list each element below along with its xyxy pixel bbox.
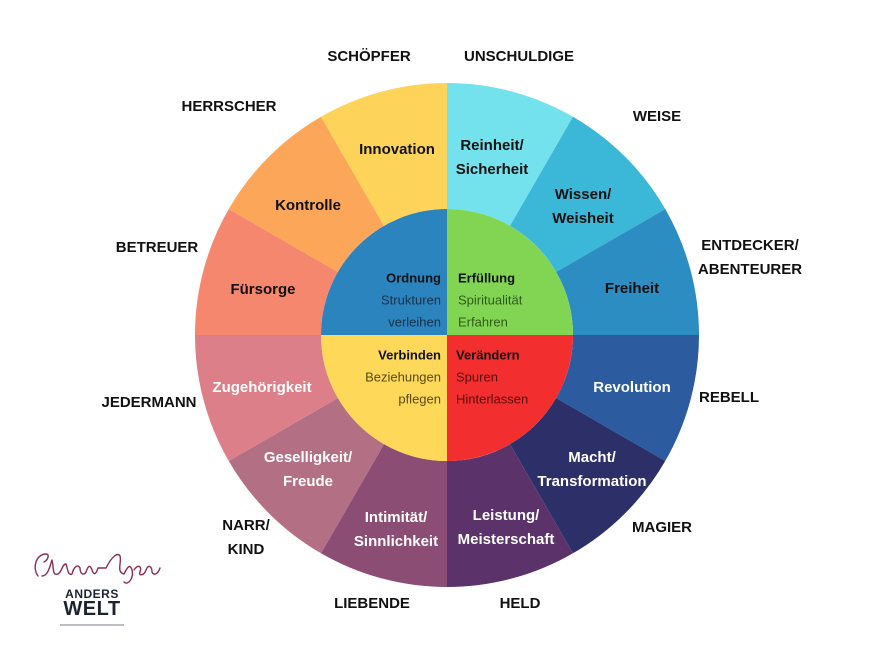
core-title-erfuellung: Erfüllung (458, 270, 515, 285)
segment-magier (510, 398, 666, 554)
archetype-label-narr-line-1: NARR/ (222, 517, 270, 534)
segment-value-unschuldige-line-1: Reinheit/ (460, 137, 524, 154)
segment-value-narr-line-1: Geselligkeit/ (264, 449, 353, 466)
segment-value-magier-line-2: Transformation (537, 473, 646, 490)
archetype-label-held: HELD (500, 595, 541, 612)
archetype-label-entdecker-line-1: ENTDECKER/ (701, 237, 799, 254)
archetype-label-rebell: REBELL (699, 389, 759, 406)
segment-value-betreuer: Fürsorge (230, 281, 295, 298)
core-title-ordnung: Ordnung (386, 270, 441, 285)
segment-value-weise-line-2: Weisheit (552, 210, 613, 227)
logo-tagline-image (60, 624, 124, 626)
segment-value-schoepfer: Innovation (359, 141, 435, 158)
core-subtitle-veraendern-1: Spuren (456, 369, 498, 384)
segment-herrscher (228, 116, 384, 272)
core-quadrant-veraendern (447, 335, 573, 461)
segment-liebende (321, 444, 447, 587)
archetype-label-unschuldige: UNSCHULDIGE (464, 48, 574, 65)
archetype-label-entdecker-line-2: ABENTEURER (698, 261, 802, 278)
archetype-label-liebende: LIEBENDE (334, 595, 410, 612)
core-subtitle-erfuellung-1: Spiritualität (458, 292, 523, 307)
core-subtitle-erfuellung-2: Erfahren (458, 314, 508, 329)
segment-value-magier-line-1: Macht/ (568, 449, 616, 466)
segment-jedermann (195, 335, 338, 461)
segment-value-herrscher: Kontrolle (275, 197, 341, 214)
segment-value-entdecker: Freiheit (605, 280, 659, 297)
core-subtitle-ordnung-2: verleihen (388, 314, 441, 329)
logo-anders-text: ANDERS (65, 587, 119, 601)
archetype-label-herrscher: HERRSCHER (181, 98, 276, 115)
archetype-label-betreuer: BETREUER (116, 239, 199, 256)
logo-welt-text: WELT (63, 598, 121, 620)
core-subtitle-veraendern-2: Hinterlassen (456, 391, 528, 406)
core-quadrant-ordnung (321, 209, 447, 335)
signature-script-image (34, 553, 161, 584)
core-title-verbinden: Verbinden (378, 347, 441, 362)
segment-value-liebende-line-2: Sinnlichkeit (354, 533, 438, 550)
segment-value-unschuldige-line-2: Sicherheit (456, 161, 529, 178)
archetype-label-magier: MAGIER (632, 519, 692, 536)
segment-value-jedermann: Zugehörigkeit (212, 379, 311, 396)
segment-held (447, 444, 573, 587)
segment-unschuldige (447, 83, 573, 226)
segment-weise (510, 116, 666, 272)
core-subtitle-verbinden-2: pflegen (398, 391, 441, 406)
segment-entdecker (556, 209, 699, 335)
segment-schoepfer (321, 83, 447, 226)
segment-rebell (556, 335, 699, 461)
archetype-label-narr-line-2: KIND (228, 541, 265, 558)
archetype-label-weise: WEISE (633, 108, 681, 125)
segment-value-liebende-line-1: Intimität/ (365, 509, 428, 526)
segment-value-weise-line-1: Wissen/ (555, 186, 612, 203)
segment-betreuer (195, 209, 338, 335)
core-subtitle-verbinden-1: Beziehungen (365, 369, 441, 384)
core-quadrant-verbinden (321, 335, 447, 461)
core-quadrant-erfuellung (447, 209, 573, 335)
segment-value-rebell: Revolution (593, 379, 671, 396)
archetype-label-schoepfer: SCHÖPFER (327, 48, 411, 65)
segment-value-narr-line-2: Freude (283, 473, 333, 490)
segment-value-held-line-1: Leistung/ (473, 507, 540, 524)
core-subtitle-ordnung-1: Strukturen (381, 292, 441, 307)
segment-value-held-line-2: Meisterschaft (458, 531, 555, 548)
segments-layer (195, 83, 699, 587)
anderswelt-logo: ANDERS WELT (20, 540, 170, 640)
core-title-veraendern: Verändern (456, 347, 520, 362)
segment-narr (228, 398, 384, 554)
archetype-label-jedermann: JEDERMANN (101, 394, 196, 411)
archetype-labels: Reinheit/Sicherheit UNSCHULDIGE Wissen/Wei… (101, 48, 802, 612)
